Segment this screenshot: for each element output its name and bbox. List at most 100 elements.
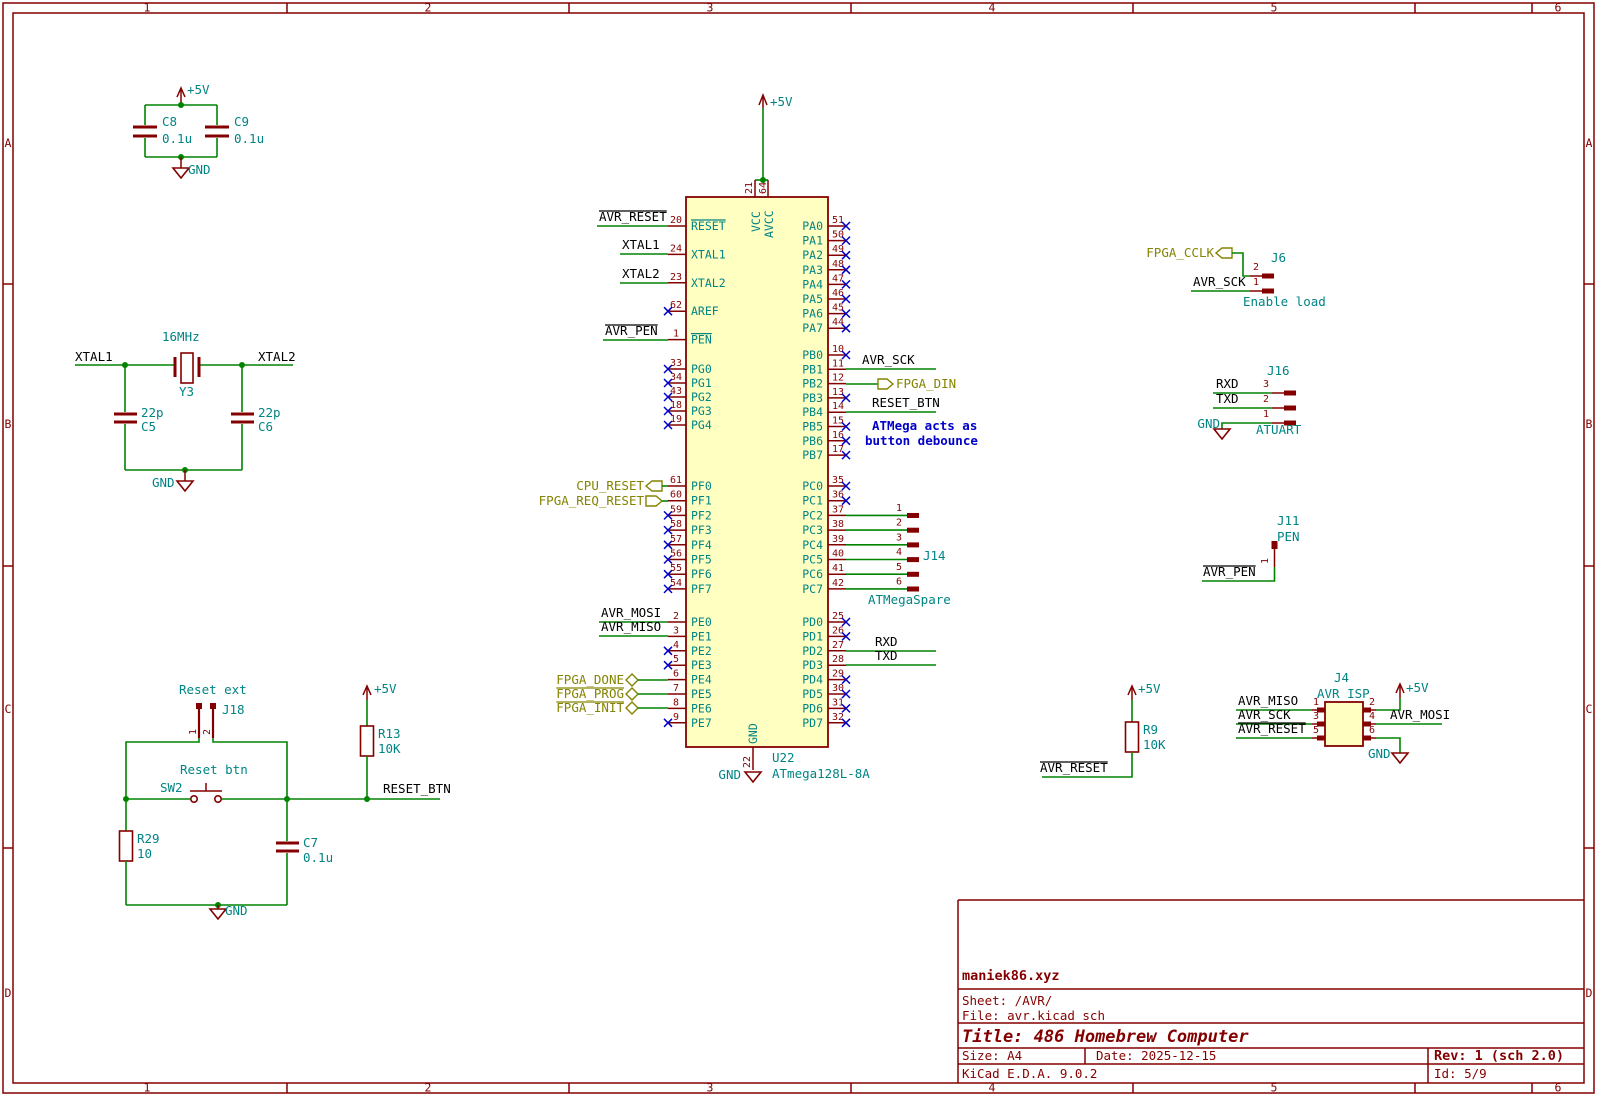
hier-label-text[interactable]: CPU_RESET <box>576 478 644 493</box>
hier-label-text[interactable]: FPGA_INIT <box>556 700 624 715</box>
resistor-r9[interactable]: +5V R9 10K AVR_RESET <box>1040 681 1166 778</box>
net-label-rxd[interactable]: RXD <box>1216 376 1239 391</box>
note-debounce-line1: ATMega acts as <box>872 418 977 433</box>
pin-name: VCC <box>749 211 763 232</box>
no-connect-icon <box>663 569 673 579</box>
pin-name: PC5 <box>802 553 823 567</box>
hier-label-fpga-req-reset[interactable]: FPGA_REQ_RESET <box>539 493 668 508</box>
hier-label-fpga-init[interactable]: FPGA_INIT <box>556 700 668 715</box>
hier-label-text[interactable]: FPGA_PROG <box>556 686 624 701</box>
net-label-avr-mosi[interactable]: AVR_MOSI <box>1390 707 1450 722</box>
resistor-r13[interactable]: +5V R13 10K <box>359 681 402 799</box>
net-label-avr-miso[interactable]: AVR_MISO <box>601 619 661 634</box>
connector-j4[interactable]: J4 AVR ISP AVR_MISO 1 AVR_SCK 3 AVR_RESE… <box>1236 670 1450 765</box>
hier-label-fpga-done[interactable]: FPGA_DONE <box>556 672 668 687</box>
net-label-avr-sck[interactable]: AVR_SCK <box>862 352 915 367</box>
pin-name: PC4 <box>802 538 823 552</box>
no-connect-icon <box>663 718 673 728</box>
pin-name: PF2 <box>691 508 712 522</box>
pin-number: 35 <box>832 475 844 486</box>
pin-number: 44 <box>832 317 844 328</box>
connector-j18[interactable]: 1 2 J18 <box>188 702 245 738</box>
connector-j14[interactable]: 1 2 3 4 5 6 J14 ATMegaSpare <box>846 503 951 607</box>
hier-label-text[interactable]: FPGA_CCLK <box>1146 245 1214 260</box>
gnd-symbol[interactable]: GND <box>171 157 211 180</box>
crystal-circuit[interactable]: 16MHz XTAL1 XTAL2 Y3 22p C5 22p C6 GND <box>75 329 296 493</box>
mcu-u22[interactable]: +5V 21 64 VCC AVCC 22 GND GND U22 ATmega… <box>663 92 870 784</box>
pin-number: 55 <box>670 563 682 574</box>
net-label-xtal2[interactable]: XTAL2 <box>622 266 660 281</box>
power-flag-5v[interactable]: +5V <box>1395 680 1429 698</box>
gnd-symbol[interactable]: GND <box>208 903 248 921</box>
pin-name: PD6 <box>802 701 823 715</box>
gnd-symbol[interactable]: GND <box>1368 746 1410 765</box>
power-flag-5v[interactable]: +5V <box>176 82 210 103</box>
frame-col-label: 5 <box>1271 1081 1278 1095</box>
pin-number: 37 <box>832 504 844 515</box>
switch-sw2[interactable] <box>190 783 223 803</box>
capacitor-c7[interactable]: C7 0.1u <box>276 799 333 905</box>
net-label-xtal1[interactable]: XTAL1 <box>622 237 660 252</box>
pin-name: PD4 <box>802 673 823 687</box>
pin-name: PF0 <box>691 479 712 493</box>
net-label-txd[interactable]: TXD <box>875 648 898 663</box>
net-label-avr-mosi[interactable]: AVR_MOSI <box>601 605 661 620</box>
pin-number: 61 <box>670 475 682 486</box>
net-label-xtal2[interactable]: XTAL2 <box>258 349 296 364</box>
power-flag-5v[interactable]: +5V <box>758 92 793 180</box>
net-label-xtal1[interactable]: XTAL1 <box>75 349 113 364</box>
pin-number: 39 <box>832 534 844 545</box>
pin-name: PD2 <box>802 644 823 658</box>
connector-j6[interactable]: FPGA_CCLK 2 J6 AVR_SCK 1 Enable load <box>1146 245 1326 309</box>
connector-j11[interactable]: J11 PEN 1 AVR_PEN <box>1202 513 1300 582</box>
pin-number: 47 <box>832 273 844 284</box>
mcu-left-connections[interactable]: AVR_RESET XTAL1 XTAL2 AVR_PEN CPU_RESET … <box>539 209 668 715</box>
frame-row-label: C <box>1586 702 1593 716</box>
hier-label-fpga-prog[interactable]: FPGA_PROG <box>556 686 668 701</box>
pin-number: 13 <box>832 387 844 398</box>
net-label-avr-pen[interactable]: AVR_PEN <box>605 323 658 338</box>
resistor-r29[interactable]: R29 10 <box>118 799 160 905</box>
net-label-txd[interactable]: TXD <box>1216 391 1239 406</box>
mcu-right-connections[interactable]: AVR_SCK FPGA_DIN RESET_BTN ATMega acts a… <box>846 352 978 666</box>
hier-label-cpu-reset[interactable]: CPU_RESET <box>576 478 668 493</box>
pin-number: 15 <box>832 416 844 427</box>
hier-label-text[interactable]: FPGA_REQ_RESET <box>539 493 645 508</box>
hier-label-text[interactable]: FPGA_DIN <box>896 376 956 391</box>
pin-number: 64 <box>758 182 769 194</box>
cap-value: 0.1u <box>162 131 192 146</box>
net-label-avr-reset[interactable]: AVR_RESET <box>1040 760 1108 775</box>
net-label-avr-sck[interactable]: AVR_SCK <box>1193 274 1246 289</box>
pin-number: 45 <box>832 303 844 314</box>
net-label-avr-sck[interactable]: AVR_SCK <box>1238 707 1291 722</box>
pin-name: PC2 <box>802 508 823 522</box>
net-label-reset-btn[interactable]: RESET_BTN <box>383 781 451 796</box>
gnd-symbol[interactable]: GND <box>152 470 195 493</box>
reset-circuit[interactable]: Reset ext 1 2 J18 Reset btn SW2 +5V R13 … <box>118 681 451 921</box>
hier-label-text[interactable]: FPGA_DONE <box>556 672 624 687</box>
connector-name: ATMegaSpare <box>868 592 951 607</box>
gnd-symbol[interactable]: GND <box>1197 416 1232 441</box>
gnd-symbol[interactable]: GND <box>718 767 763 784</box>
net-label-avr-reset[interactable]: AVR_RESET <box>599 209 667 224</box>
hier-label-fpga-din[interactable]: FPGA_DIN <box>846 376 956 391</box>
net-label-rxd[interactable]: RXD <box>875 634 898 649</box>
no-connect-icon <box>841 675 851 685</box>
decoupling-caps[interactable]: +5V C8 0.1u C9 0.1u GND <box>133 82 264 180</box>
net-label-avr-pen[interactable]: AVR_PEN <box>1203 564 1256 579</box>
connector-j16[interactable]: J16 RXD 3 TXD 2 1 GND ATUART <box>1197 363 1302 441</box>
net-label-reset-btn[interactable]: RESET_BTN <box>872 395 940 410</box>
net-label-avr-reset[interactable]: AVR_RESET <box>1238 721 1306 736</box>
no-connect-icon <box>663 392 673 402</box>
pin-name: PB2 <box>802 377 823 391</box>
net-label-avr-miso[interactable]: AVR_MISO <box>1238 693 1298 708</box>
